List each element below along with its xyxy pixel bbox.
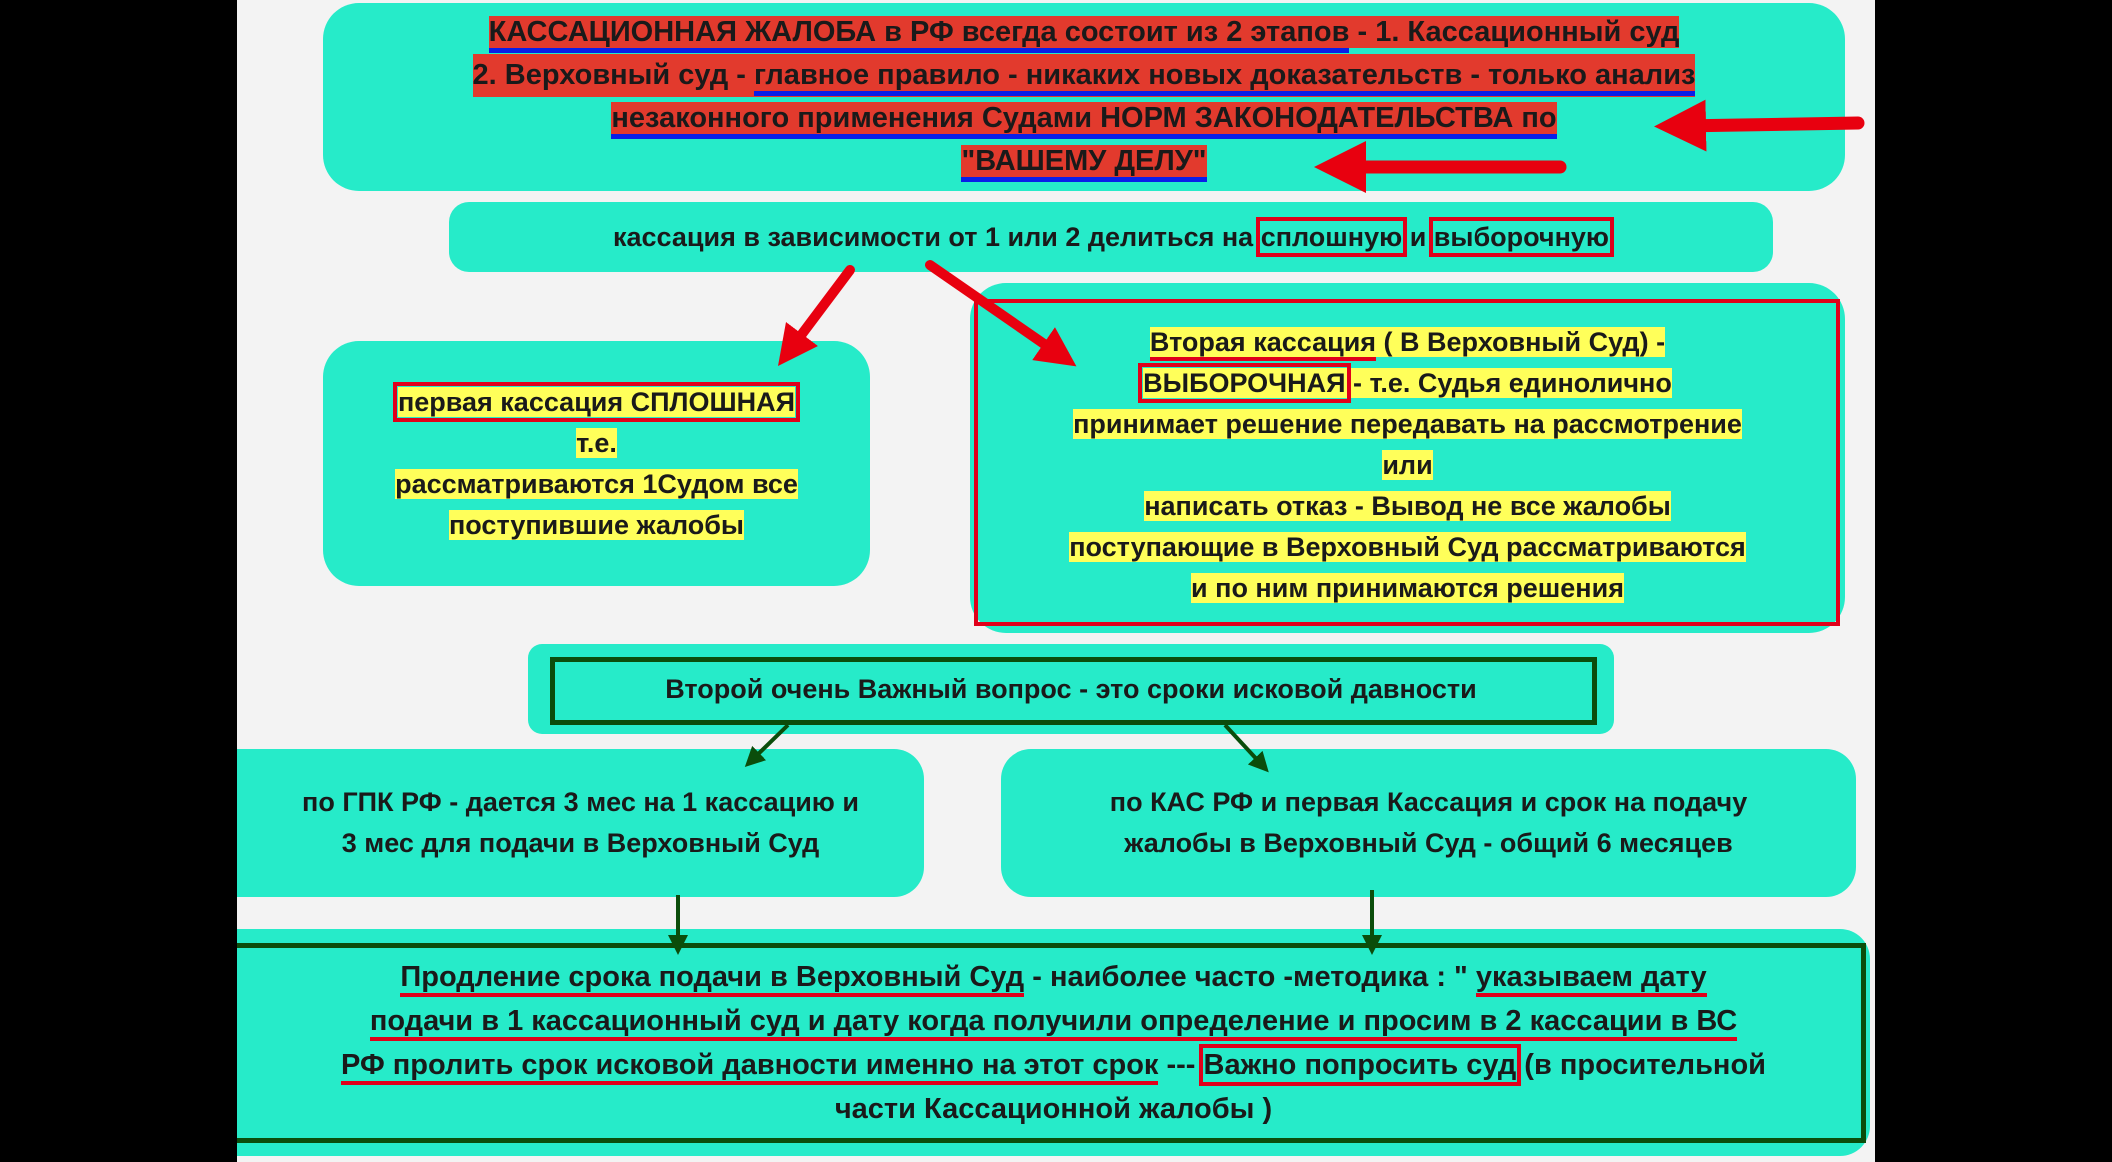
- first-line-2: т.е.: [576, 427, 617, 458]
- kas-line-2: жалобы в Верховный Суд - общий 6 месяцев: [1124, 828, 1733, 858]
- kas-line-1: по КАС РФ и первая Кассация и срок на по…: [1109, 787, 1748, 817]
- top-box: КАССАЦИОННАЯ ЖАЛОБА в РФ всегда состоит …: [323, 3, 1845, 191]
- extend-line-2: подачи в 1 кассационный суд и дату когда…: [369, 1004, 1738, 1041]
- gpk-line-2: 3 мес для подачи в Верховный Суд: [341, 828, 820, 858]
- extend-line-1a: Продление срока подачи в Верховный Суд: [400, 960, 1025, 997]
- second-cassation-box: Вторая кассация ( В Верховный Суд) - ВЫБ…: [970, 283, 1845, 633]
- second-line-4: или: [1382, 449, 1433, 480]
- first-line-1: первая кассация СПЛОШНАЯ: [392, 381, 801, 422]
- second-red-frame: [974, 299, 1840, 626]
- top-line-3: незаконного применения Судами НОРМ ЗАКОН…: [611, 102, 1557, 139]
- split-mid: и: [1402, 221, 1434, 252]
- kas-box: по КАС РФ и первая Кассация и срок на по…: [1001, 749, 1856, 897]
- gpk-box: по ГПК РФ - дается 3 мес на 1 кассацию и…: [237, 749, 924, 897]
- extend-line-3c: Важно попросить суд: [1198, 1043, 1522, 1086]
- split-word-solid: сплошную: [1255, 216, 1408, 257]
- extend-line-1c: указываем дату: [1475, 960, 1707, 997]
- top-line-2b: главное правило - никаких новых доказате…: [754, 59, 1696, 96]
- second-line-1b: ( В Верховный Суд) -: [1376, 326, 1666, 357]
- extend-line-3d: (в просительной: [1516, 1048, 1766, 1081]
- top-line-4: "ВАШЕМУ ДЕЛУ": [961, 145, 1207, 182]
- second-line-3: принимает решение передавать на рассмотр…: [1073, 408, 1742, 439]
- extend-green-frame: [237, 943, 1866, 1143]
- first-line-4: поступившие жалобы: [448, 509, 744, 540]
- extend-line-3b: ---: [1158, 1048, 1204, 1081]
- split-word-selective: выборочную: [1428, 216, 1615, 257]
- top-line-1a: КАССАЦИОННАЯ ЖАЛОБА в РФ всегда состоит …: [488, 16, 1350, 53]
- deadline-text: Второй очень Важный вопрос - это сроки и…: [665, 673, 1477, 704]
- extend-line-4: части Кассационной жалобы ): [834, 1092, 1273, 1125]
- split-text: кассация в зависимости от 1 или 2 делить…: [612, 221, 1261, 252]
- split-box: кассация в зависимости от 1 или 2 делить…: [449, 202, 1773, 272]
- second-line-5: написать отказ - Вывод не все жалобы: [1144, 490, 1671, 521]
- extend-box: Продление срока подачи в Верховный Суд -…: [237, 929, 1870, 1156]
- first-cassation-box: первая кассация СПЛОШНАЯ т.е. рассматрив…: [323, 341, 870, 586]
- second-line-6: поступающие в Верховный Суд рассматриваю…: [1069, 531, 1746, 562]
- deadline-box: Второй очень Важный вопрос - это сроки и…: [528, 644, 1614, 734]
- extend-line-1b: - наиболее часто -методика : ": [1024, 960, 1476, 993]
- second-line-2a: ВЫБОРОЧНАЯ: [1138, 362, 1351, 403]
- deadline-green-frame: [550, 657, 1597, 725]
- first-line-3: рассматриваются 1Судом все: [395, 468, 798, 499]
- top-line-2a: 2. Верховный суд -: [472, 59, 755, 91]
- gpk-line-1: по ГПК РФ - дается 3 мес на 1 кассацию и: [302, 787, 859, 817]
- top-line-1b: - 1. Кассационный суд: [1349, 16, 1680, 48]
- second-line-2b: - т.е. Судья единолично: [1345, 367, 1672, 398]
- second-line-7: и по ним принимаются решения: [1191, 572, 1624, 603]
- extend-line-3a: РФ пролить срок исковой давности именно …: [341, 1048, 1159, 1085]
- second-line-1a: Вторая кассация: [1149, 326, 1377, 361]
